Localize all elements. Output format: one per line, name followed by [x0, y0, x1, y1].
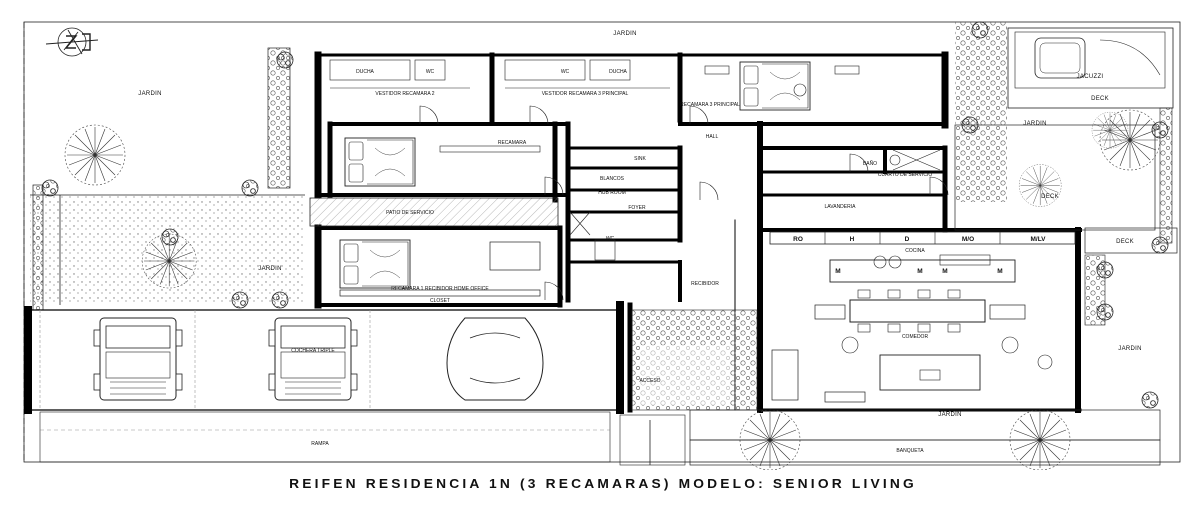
label-cocina: COCINA	[905, 248, 925, 254]
garden-left	[30, 194, 305, 305]
bedroom-furniture	[339, 61, 860, 297]
label-wc-2: WC	[561, 69, 570, 75]
label-recibidor: RECIBIDOR	[691, 281, 719, 287]
kitchen	[769, 231, 1076, 283]
label-rampa: RAMPA	[311, 441, 329, 447]
label-recamara-3: RECAMARA 3 PRINCIPAL	[680, 102, 740, 108]
label-deck-side: DECK	[1116, 239, 1134, 245]
label-sink: SINK	[634, 156, 646, 162]
label-wc-3: WC	[606, 236, 615, 242]
kitchen-codes: RO H D M/O M/LV M M M M	[793, 236, 1046, 275]
label-bano: BAÑO	[863, 160, 877, 167]
kitchen-code: M/O	[962, 236, 974, 243]
label-cochera: COCHERA TRIPLE	[291, 348, 335, 354]
label-jardin-front: JARDIN	[938, 412, 961, 418]
label-recamara: RECAMARA	[498, 140, 527, 146]
label-lavanderia: LAVANDERIA	[825, 204, 857, 210]
label-foyer: FOYER	[628, 205, 646, 211]
label-vestidor-3: VESTIDOR RECAMARA 3 PRINCIPAL	[542, 91, 629, 97]
deck-area	[954, 22, 1178, 326]
label-closet: CLOSET	[430, 298, 450, 304]
label-cuarto-servicio: CUARTO DE SERVICIO	[878, 172, 933, 178]
label-ducha-2: DUCHA	[609, 69, 627, 75]
label-acceso: ACCESO	[639, 378, 660, 384]
label-deck-top: DECK	[1091, 96, 1109, 102]
plan-title: REIFEN RESIDENCIA 1N (3 RECAMARAS) MODEL…	[289, 476, 917, 491]
kitchen-code: D	[905, 236, 910, 243]
kitchen-code: M/LV	[1030, 236, 1046, 243]
label-deck-mid: DECK	[1041, 194, 1059, 200]
kitchen-code: H	[850, 236, 855, 243]
label-hub-room: HUB ROOM	[598, 190, 626, 196]
label-recamara-1: RECAMARA 1 RECIBIDOR HOME OFFICE	[391, 286, 489, 292]
label-ducha-1: DUCHA	[356, 69, 374, 75]
label-jardin-top: JARDIN	[613, 31, 636, 37]
label-jacuzzi: JACUZZI	[1077, 74, 1104, 80]
label-comedor: COMEDOR	[902, 334, 929, 340]
kitchen-module-code: M	[997, 268, 1002, 275]
front-landscape	[619, 309, 1161, 466]
kitchen-code: RO	[793, 236, 803, 243]
north-arrow-icon	[45, 27, 99, 57]
garage-cars	[39, 310, 611, 463]
kitchen-module-code: M	[942, 268, 947, 275]
label-jardin-left-mid: JARDIN	[258, 266, 281, 272]
label-wc-1: WC	[426, 69, 435, 75]
walls	[24, 51, 1082, 414]
room-labels: JARDIN JARDIN JARDIN JARDIN JARDIN JARDI…	[138, 31, 1141, 454]
label-patio-servicio: PATIO DE SERVICIO	[386, 210, 434, 216]
label-jardin-right: JARDIN	[1118, 346, 1141, 352]
kitchen-module-code: M	[835, 268, 840, 275]
floor-plan: JARDIN JARDIN JARDIN JARDIN JARDIN JARDI…	[23, 21, 1181, 470]
dining-area	[771, 289, 1053, 403]
label-jardin-mid-right: JARDIN	[1023, 121, 1046, 127]
label-blancos: BLANCOS	[600, 176, 625, 182]
patio-servicio-area	[309, 197, 559, 227]
kitchen-module-code: M	[917, 268, 922, 275]
label-jardin-left-top: JARDIN	[138, 91, 161, 97]
bathroom-fixtures	[329, 59, 941, 261]
label-vestidor-2: VESTIDOR RECAMARA 2	[375, 91, 434, 97]
label-hall: HALL	[706, 134, 719, 140]
label-banqueta: BANQUETA	[896, 448, 924, 454]
